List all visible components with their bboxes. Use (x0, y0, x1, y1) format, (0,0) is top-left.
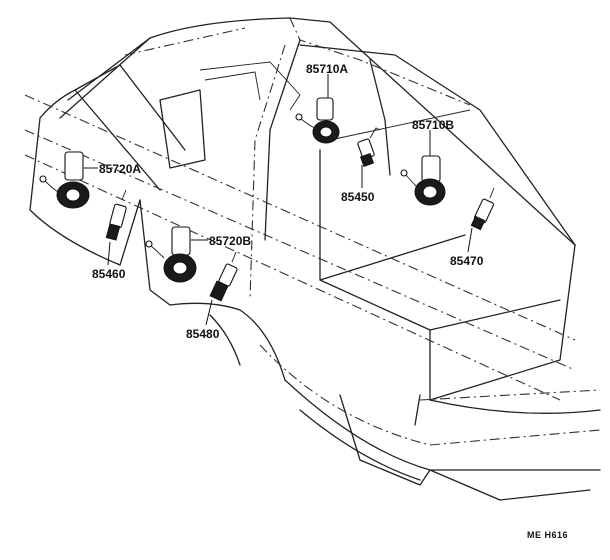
label-85460: 85460 (92, 267, 126, 281)
label-85480: 85480 (186, 327, 220, 341)
car-body-outline (24, 17, 601, 501)
label-85720A: 85720A (99, 162, 141, 176)
motor-85710B (400, 155, 446, 206)
actuator-85480 (209, 251, 238, 302)
label-85710B: 85710B (412, 118, 454, 132)
label-85720B: 85720B (209, 234, 251, 248)
actuator-85450 (357, 127, 381, 168)
motor-85720B (145, 226, 197, 283)
actuator-85470 (470, 187, 495, 231)
motor-85710A (295, 97, 340, 144)
leader-lines (84, 74, 473, 326)
label-85470: 85470 (450, 254, 484, 268)
actuator-85460 (105, 189, 127, 241)
motor-85720A (39, 151, 90, 209)
label-85710A: 85710A (306, 62, 348, 76)
diagram-code: ME H616 (527, 530, 568, 540)
label-85450: 85450 (341, 190, 375, 204)
